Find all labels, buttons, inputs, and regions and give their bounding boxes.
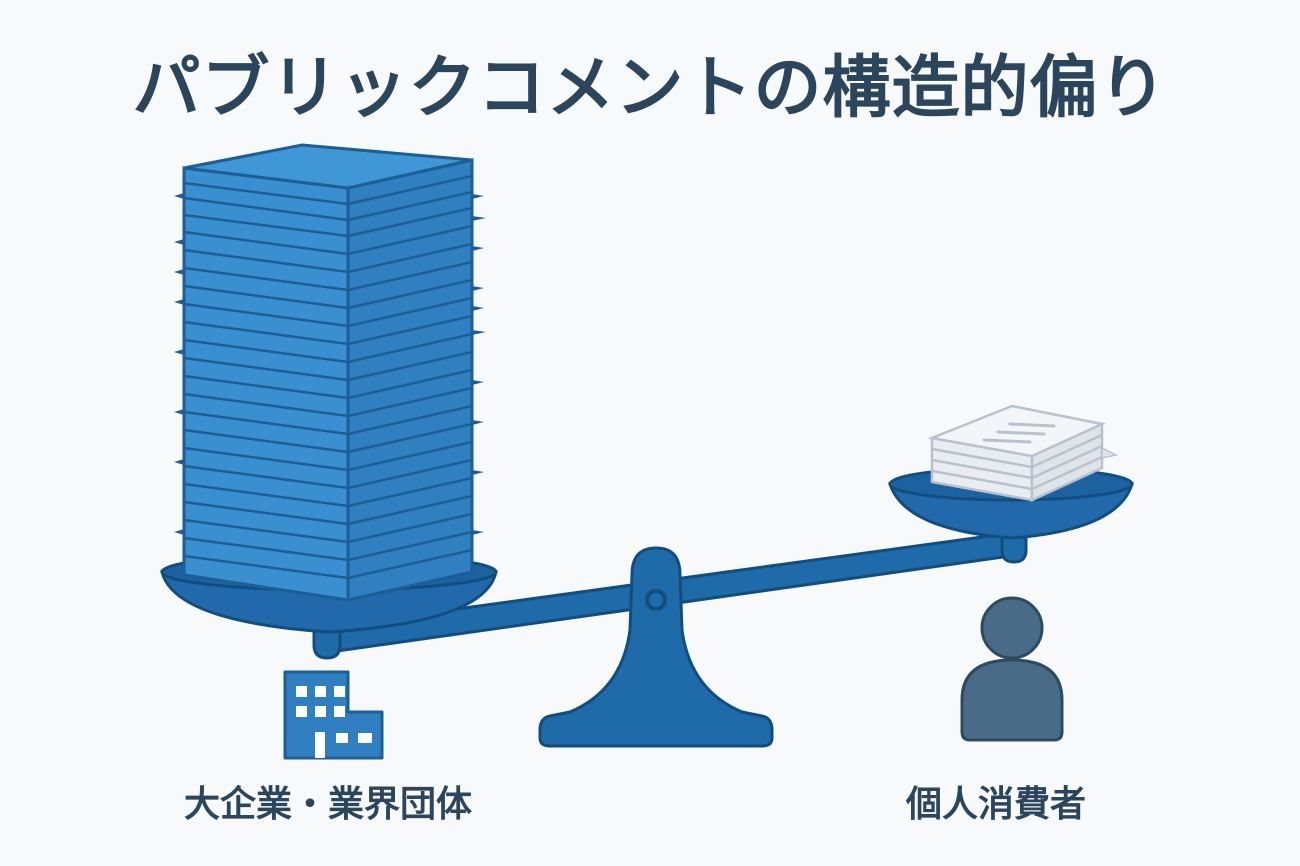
pivot-icon [645,589,667,611]
scale-fulcrum [538,546,774,748]
small-document-stack [927,404,1119,502]
individual-consumer-label: 個人消費者 [906,784,1087,825]
building-icon [283,670,384,760]
person-icon [960,596,1064,742]
large-document-stack [174,143,486,602]
page-title: パブリックコメントの構造的偏り [132,49,1168,128]
corporate-group-label: 大企業・業界団体 [184,784,473,825]
